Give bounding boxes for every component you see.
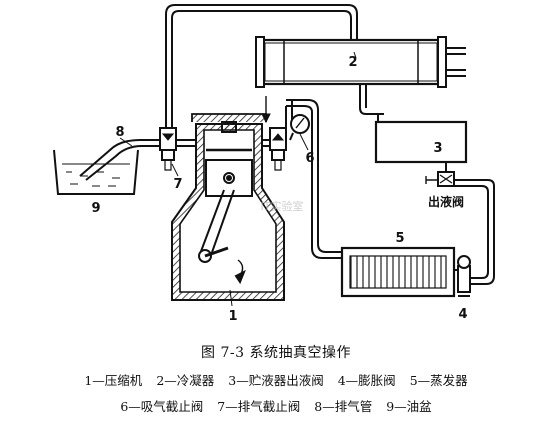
legend-item: 5—蒸发器 bbox=[409, 373, 468, 388]
exhaust-pipe bbox=[79, 139, 160, 177]
label-compressor: 1 bbox=[228, 309, 237, 324]
legend-item: 9—油盆 bbox=[386, 399, 432, 414]
suction-shutoff-valve bbox=[261, 96, 293, 171]
receiver bbox=[374, 120, 468, 164]
evaporator bbox=[340, 246, 458, 298]
suction-line-pipe bbox=[286, 99, 342, 253]
legend-item: 8—排气管 bbox=[314, 399, 373, 414]
condenser bbox=[255, 36, 466, 88]
condenser-to-receiver-pipe bbox=[359, 84, 384, 115]
discharge-shutoff-valve bbox=[159, 127, 196, 171]
legend-item: 2—冷凝器 bbox=[156, 373, 215, 388]
expansion-valve bbox=[457, 255, 471, 297]
legend-row-1: 1—压缩机 2—冷凝器 3—贮液器出液阀 4—膨胀阀 5—蒸发器 bbox=[0, 370, 552, 389]
pressure-gauge bbox=[289, 114, 310, 141]
oil-pan bbox=[53, 149, 139, 195]
compressor bbox=[171, 113, 285, 301]
label-suction-valve: 6 bbox=[305, 151, 314, 166]
legend-row-2: 6—吸气截止阀 7—排气截止阀 8—排气管 9—油盆 bbox=[0, 396, 552, 415]
watermark: IT实验室 bbox=[261, 199, 304, 213]
legend-item: 6—吸气截止阀 bbox=[120, 399, 204, 414]
legend-item: 4—膨胀阀 bbox=[337, 373, 396, 388]
label-condenser: 2 bbox=[348, 55, 357, 70]
label-expansion-valve: 4 bbox=[458, 307, 467, 322]
discharge-loop-pipe bbox=[165, 4, 358, 128]
label-exhaust-pipe: 8 bbox=[115, 125, 124, 140]
liquid-outlet-valve bbox=[425, 162, 455, 187]
label-outlet-valve: 出液阀 bbox=[428, 194, 464, 209]
refrigeration-diagram: 1 2 3 4 5 6 7 8 9 出液阀 IT实验室 bbox=[53, 4, 495, 324]
label-discharge-valve: 7 bbox=[173, 177, 182, 192]
legend-item: 1—压缩机 bbox=[84, 373, 143, 388]
legend-item: 3—贮液器出液阀 bbox=[228, 373, 324, 388]
figure-caption: 图 7-3 系统抽真空操作 bbox=[201, 345, 351, 361]
label-evaporator: 5 bbox=[395, 231, 404, 246]
discharge-loop-pipe-inner bbox=[171, 10, 352, 128]
label-receiver: 3 bbox=[433, 141, 442, 156]
legend-item: 7—排气截止阀 bbox=[217, 399, 301, 414]
liquid-line-pipe bbox=[454, 179, 495, 285]
label-oil-pan: 9 bbox=[91, 201, 100, 216]
